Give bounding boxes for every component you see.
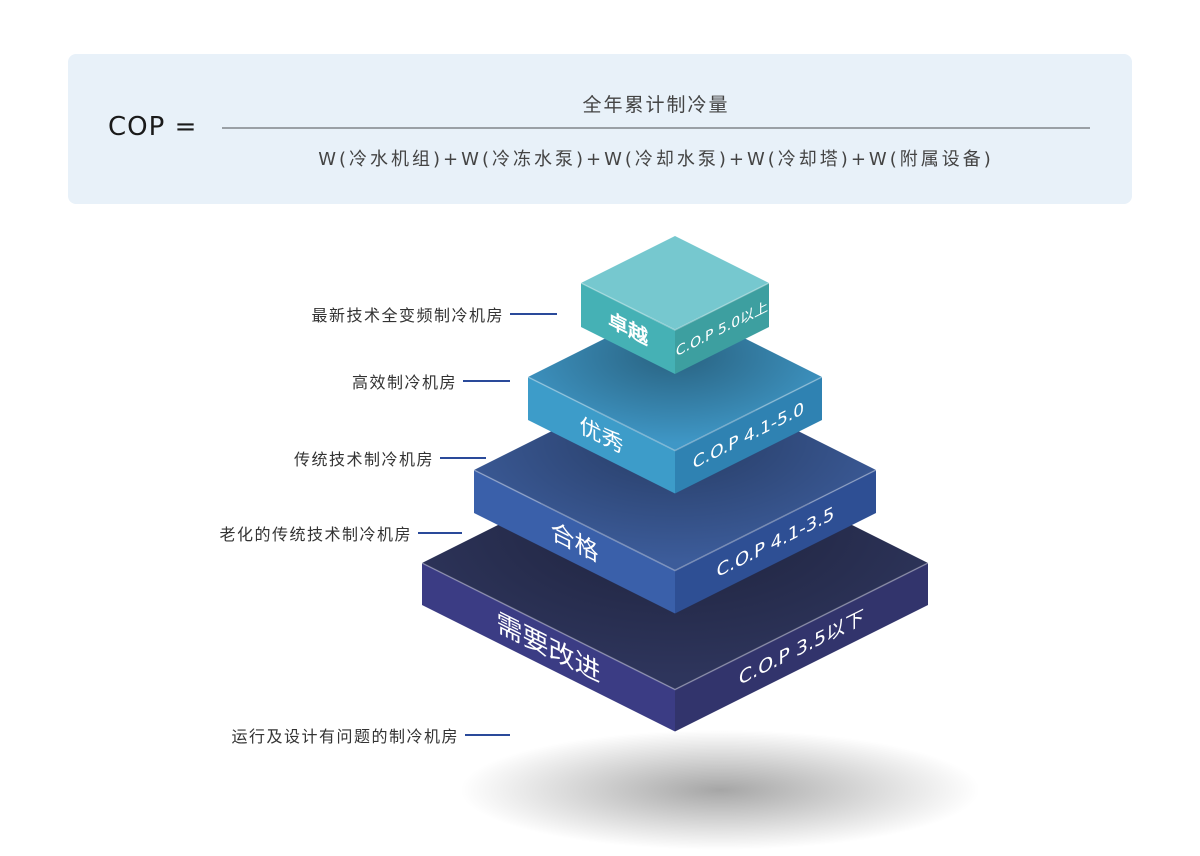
slab-edge <box>527 376 823 452</box>
formula-denominator: W(冷水机组)+W(冷冻水泵)+W(冷却水泵)+W(冷却塔)+W(附属设备) <box>318 149 994 170</box>
leader-line <box>440 457 486 459</box>
label-text: 最新技术全变频制冷机房 <box>311 306 504 325</box>
pyramid-shadow <box>460 730 980 850</box>
label-text: 传统技术制冷机房 <box>293 450 434 469</box>
leader-line <box>510 313 557 315</box>
fraction-line <box>222 127 1090 129</box>
cop-formula-box <box>68 54 1132 204</box>
slab-left-face <box>581 283 675 374</box>
slab-left-face <box>528 377 675 494</box>
label-aging: 老化的传统技术制冷机房 <box>219 521 462 545</box>
label-text: 老化的传统技术制冷机房 <box>219 525 412 544</box>
label-text: 高效制冷机房 <box>351 373 457 392</box>
label-level-4: 运行及设计有问题的制冷机房 <box>231 723 510 747</box>
label-level-1: 最新技术全变频制冷机房 <box>311 302 557 326</box>
slab-right-face <box>675 470 876 614</box>
cop-lhs: COP = <box>108 112 198 142</box>
leader-line <box>465 734 510 736</box>
label-level-2: 高效制冷机房 <box>352 369 510 393</box>
slab-right-face <box>675 283 769 374</box>
label-level-3: 传统技术制冷机房 <box>294 446 486 470</box>
slab-right-face <box>675 377 822 494</box>
slab-right-face <box>675 563 928 732</box>
slab-edge <box>473 469 877 572</box>
slab-left-face <box>474 470 675 614</box>
label-text: 运行及设计有问题的制冷机房 <box>231 727 459 746</box>
slab-edge <box>580 282 770 331</box>
formula-numerator: 全年累计制冷量 <box>582 94 730 116</box>
leader-line <box>418 532 462 534</box>
slab-left-face <box>422 563 675 732</box>
leader-line <box>463 380 510 382</box>
slab-edge <box>421 562 929 691</box>
